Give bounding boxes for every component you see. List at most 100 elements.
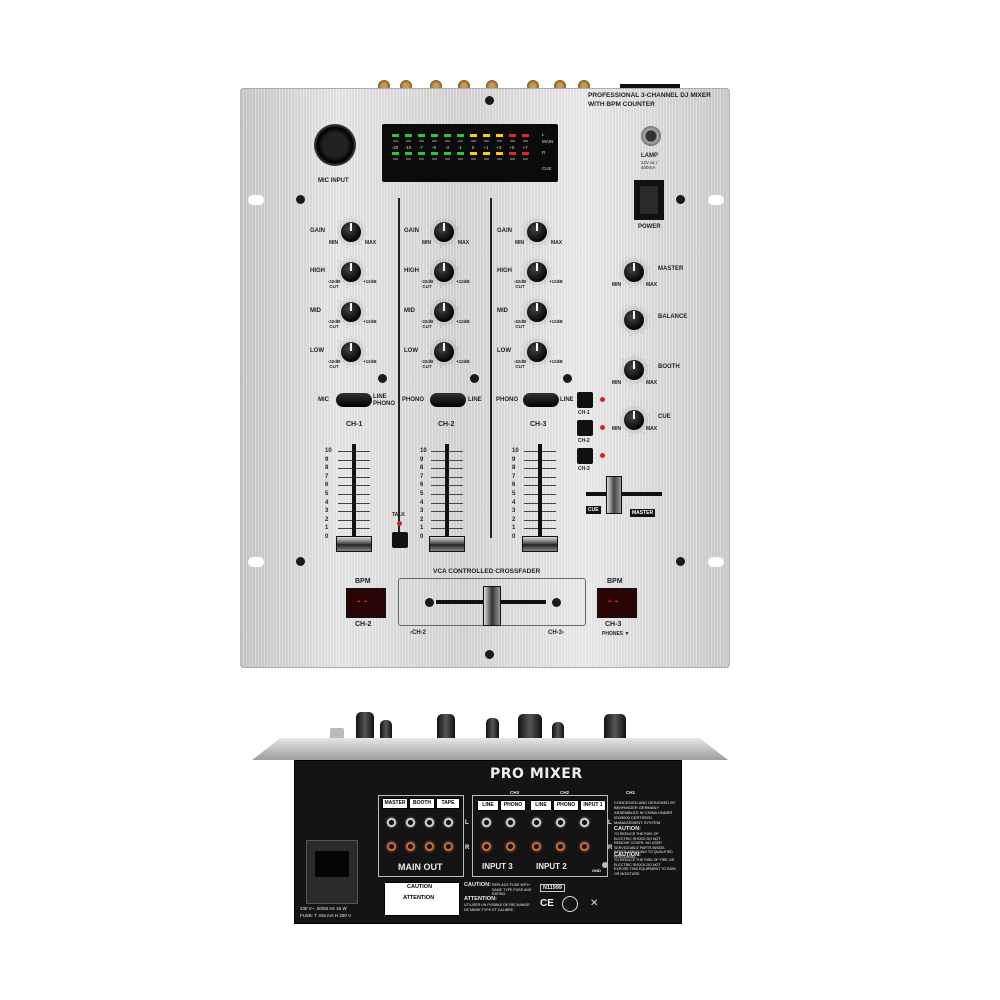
ch1-low-label: LOW [310,348,324,354]
talk-label: TALK [392,512,405,518]
in-tag-phono3: PHONO [500,800,526,811]
rca-jack-left[interactable] [442,816,455,829]
ch3-input-switch[interactable] [523,393,559,407]
cue-min: MIN [612,426,622,432]
rca-jack-right[interactable] [554,840,567,853]
rca-jack-left[interactable] [423,816,436,829]
rca-jack-right[interactable] [404,840,417,853]
ch2-low-knob[interactable] [434,342,454,362]
rca-jack-left[interactable] [530,816,543,829]
meter-segment [510,140,515,142]
cue-button-ch1[interactable] [577,392,593,408]
rca-jack-left[interactable] [480,816,493,829]
fader-tick-label: 6 [325,482,329,489]
rear-top-plate [252,738,728,760]
cue-mix-track [586,492,662,496]
out-tag-booth: BOOTH [409,798,435,809]
xlr-jack[interactable] [314,124,356,166]
master-knob[interactable] [624,262,644,282]
booth-knob[interactable] [624,360,644,380]
cue-button-ch3[interactable] [577,448,593,464]
balance-knob[interactable] [624,310,644,330]
fader-tick-label: 7 [325,473,329,480]
rca-jack-right[interactable] [530,840,543,853]
ch1-switch-right-label: LINE PHONO [373,394,396,407]
meter-led [522,152,529,155]
rca-jack-left[interactable] [404,816,417,829]
ch3-fader-track [538,444,542,544]
ch1-input-switch[interactable] [336,393,372,407]
meter-led [496,152,503,155]
ch2-mid-cut: -32dB CUT [420,319,434,329]
rca-jack-right[interactable] [385,840,398,853]
master-max: MAX [646,282,658,288]
ch1-fader-cap[interactable] [336,536,372,552]
crossfader-cap[interactable] [483,586,501,626]
meter-led [509,152,516,155]
side-r-mark-right: R [608,845,613,851]
rca-jack-left[interactable] [504,816,517,829]
ch2-mid-knob[interactable] [434,302,454,322]
rca-jack-right[interactable] [423,840,436,853]
ground-screw[interactable] [602,862,608,868]
bpm-left-label: BPM [355,578,371,585]
ch1-gain-knob[interactable] [341,222,361,242]
meter-side-label: R [542,150,546,155]
ch1-high-cut: -32dB CUT [327,279,341,289]
ch1-fader-track [352,444,356,544]
meter-segment [406,140,411,142]
phones-label: PHONES ▼ [602,631,630,637]
ch1-low-knob[interactable] [341,342,361,362]
rack-hole [708,557,724,567]
ch2-low-label: LOW [404,348,418,354]
fader-tick-label: 8 [420,465,424,472]
meter-scale-label: -20 [392,145,399,150]
rca-jack-left[interactable] [385,816,398,829]
ch3-mid-label: MID [497,308,508,314]
meter-segment [393,158,398,160]
ch1-high-knob[interactable] [341,262,361,282]
ch3-mid-knob[interactable] [527,302,547,322]
ch2-high-knob[interactable] [434,262,454,282]
ch3-fader-cap[interactable] [522,536,558,552]
rca-jack-right[interactable] [442,840,455,853]
rca-jack-right[interactable] [504,840,517,853]
power-switch[interactable] [634,180,664,220]
out-tag-master: MASTER [382,798,408,809]
cue-mix-right-label: MASTER [630,509,656,517]
ch1-mid-knob[interactable] [341,302,361,322]
fader-tick-label: 8 [512,465,516,472]
ch2-fader-cap[interactable] [429,536,465,552]
rca-jack-right[interactable] [480,840,493,853]
rca-jack-left[interactable] [554,816,567,829]
booth-max: MAX [646,380,658,386]
fader-tick-label: 1 [325,525,329,532]
meter-segment [419,140,424,142]
ch1-label: CH-1 [346,421,363,428]
ch2-input-switch[interactable] [430,393,466,407]
ch3-gain-knob[interactable] [527,222,547,242]
ch3-low-boost: +12dB [549,359,563,364]
rca-jack-right[interactable] [578,840,591,853]
talk-button[interactable] [392,532,408,548]
meter-segment [458,158,463,160]
meter-led [405,134,412,137]
screw [296,195,305,204]
caution-sticker: CAUTION ATTENTION [384,882,460,916]
cue-knob[interactable] [624,410,644,430]
meter-side-label: MAIN [542,139,553,144]
power-inlet[interactable] [306,840,358,904]
meter-segment [471,158,476,160]
fader-tick-label: 2 [325,516,329,523]
meter-led [496,134,503,137]
cue-button-ch2[interactable] [577,420,593,436]
ch3-high-knob[interactable] [527,262,547,282]
ch3-low-knob[interactable] [527,342,547,362]
screw [563,374,572,383]
rca-jack-left[interactable] [578,816,591,829]
lamp-socket[interactable] [641,126,661,146]
power-spec: 230 V~, 50/60 Hz 15 W [300,906,347,911]
caution2-title: CAUTION: [614,852,641,858]
cue-mix-fader[interactable] [606,476,622,514]
ch2-gain-knob[interactable] [434,222,454,242]
